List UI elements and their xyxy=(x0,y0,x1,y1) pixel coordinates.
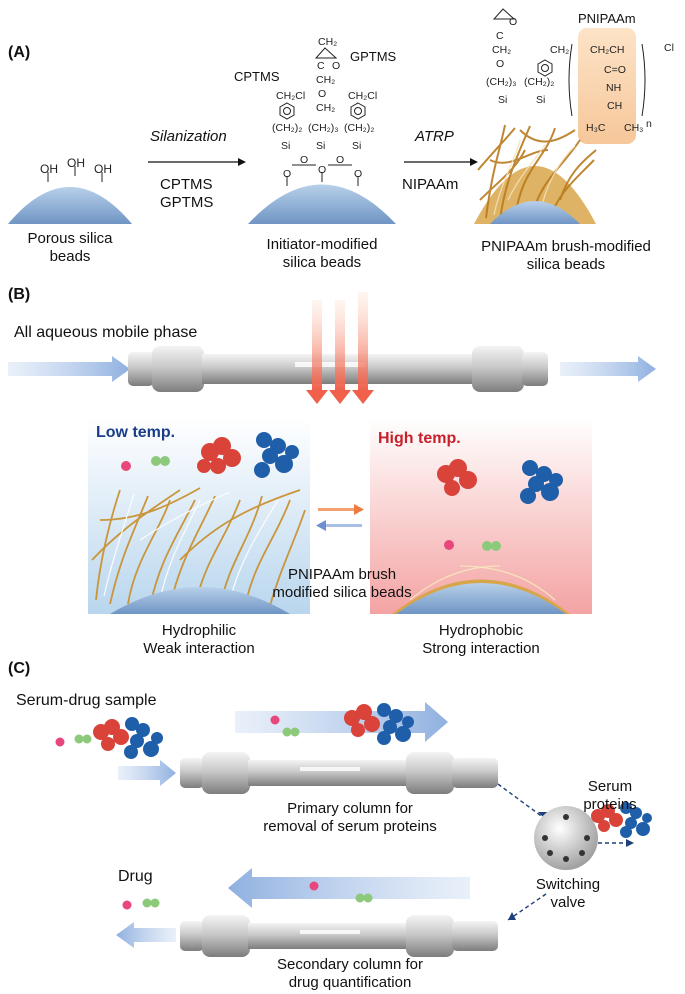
chem-ch3: CH₃ xyxy=(624,122,644,134)
bead-pnipaam-brush xyxy=(474,8,646,224)
chem-nh: NH xyxy=(606,82,622,94)
arrow-silanization xyxy=(148,158,246,166)
drug-particles xyxy=(122,898,160,910)
chem-si: Si xyxy=(316,140,326,152)
oh-group: OH xyxy=(94,162,112,176)
chem-ch2cl: CH₂Cl xyxy=(348,90,378,102)
panel-c-label: (C) xyxy=(8,660,31,677)
secondary-flow-arrow xyxy=(228,868,470,908)
high-temp-box xyxy=(370,418,592,614)
chem-ch2-2: (CH₂)₂ xyxy=(344,122,375,134)
reversible-arrows xyxy=(316,504,364,531)
drug-outlet-arrow xyxy=(116,922,176,948)
serum-protein-output xyxy=(591,802,652,847)
bead-initiator-modified xyxy=(248,47,396,224)
low-temp-label: Low temp. xyxy=(96,424,176,441)
silanization-label: Silanization xyxy=(150,128,227,145)
heat-arrows xyxy=(306,292,374,404)
chem-h3c: H₃C xyxy=(586,122,606,134)
chem-c: C xyxy=(496,30,504,42)
gptms-tag: GPTMS xyxy=(350,49,397,64)
panel-b-label: (B) xyxy=(8,286,31,303)
sample-inlet-arrow xyxy=(118,760,176,786)
chem-o: O xyxy=(509,16,518,28)
mobile-phase-arrow-right xyxy=(560,356,656,382)
sample-particles xyxy=(55,717,163,759)
chem-o: O xyxy=(318,88,327,100)
chem-ch2-3: (CH₂)₃ xyxy=(486,76,517,88)
dashed-arrow-to-valve xyxy=(497,783,548,819)
chem-si: Si xyxy=(281,140,291,152)
chem-ch: CH xyxy=(607,100,623,112)
chem-o: O xyxy=(300,154,309,166)
chem-ch2-2: (CH₂)₂ xyxy=(524,76,555,88)
chem-ch2-2: (CH₂)₂ xyxy=(272,122,303,134)
chem-o: O xyxy=(496,58,505,70)
chem-ch2: CH₂ xyxy=(550,44,570,56)
chem-si: Si xyxy=(498,94,508,106)
mobile-phase-label: All aqueous mobile phase xyxy=(14,324,198,341)
chem-co: C=O xyxy=(604,64,626,76)
chem-ch2: CH₂ xyxy=(316,74,336,86)
chem-ch2-3: (CH₂)₃ xyxy=(308,122,339,134)
chem-ch2: CH₂ xyxy=(492,44,512,56)
arrow-atrp xyxy=(404,158,478,166)
chem-c: C xyxy=(317,60,325,72)
silanization-reagent-cptms: CPTMS xyxy=(160,176,213,193)
chem-n: n xyxy=(646,118,652,130)
chem-poly-top: CH₂CH xyxy=(590,44,625,56)
dashed-arrow-from-valve xyxy=(507,893,547,921)
chem-o: O xyxy=(318,164,327,176)
secondary-column xyxy=(180,915,498,957)
epoxide-o: O xyxy=(332,60,341,72)
atrp-label: ATRP xyxy=(415,128,454,145)
chem-ch2cl: CH₂Cl xyxy=(276,90,306,102)
oh-group: OH xyxy=(40,162,58,176)
chem-si: Si xyxy=(352,140,362,152)
primary-flow-arrow xyxy=(235,702,448,745)
drug-label: Drug xyxy=(118,868,153,885)
panel-a-label: (A) xyxy=(8,44,31,61)
chem-o: O xyxy=(336,154,345,166)
chem-cl: Cl xyxy=(664,42,674,54)
primary-column xyxy=(180,752,498,794)
pnipaam-tag: PNIPAAm xyxy=(578,11,636,26)
oh-group: OH xyxy=(67,156,85,170)
low-temp-box xyxy=(88,418,310,614)
high-temp-label: High temp. xyxy=(378,430,461,447)
chem-o: O xyxy=(283,168,292,180)
chem-o: O xyxy=(354,168,363,180)
bead-porous-silica xyxy=(8,166,132,224)
atrp-reagent: NIPAAm xyxy=(402,176,459,193)
chem-si: Si xyxy=(536,94,546,106)
mobile-phase-arrow-left xyxy=(8,356,130,382)
epoxide-ch2: CH₂ xyxy=(318,36,338,48)
silanization-reagent-gptms: GPTMS xyxy=(160,194,214,211)
switching-valve-icon xyxy=(534,806,598,870)
sample-label: Serum-drug sample xyxy=(16,692,157,709)
chem-ch2: CH₂ xyxy=(316,102,336,114)
cptms-tag: CPTMS xyxy=(234,69,280,84)
